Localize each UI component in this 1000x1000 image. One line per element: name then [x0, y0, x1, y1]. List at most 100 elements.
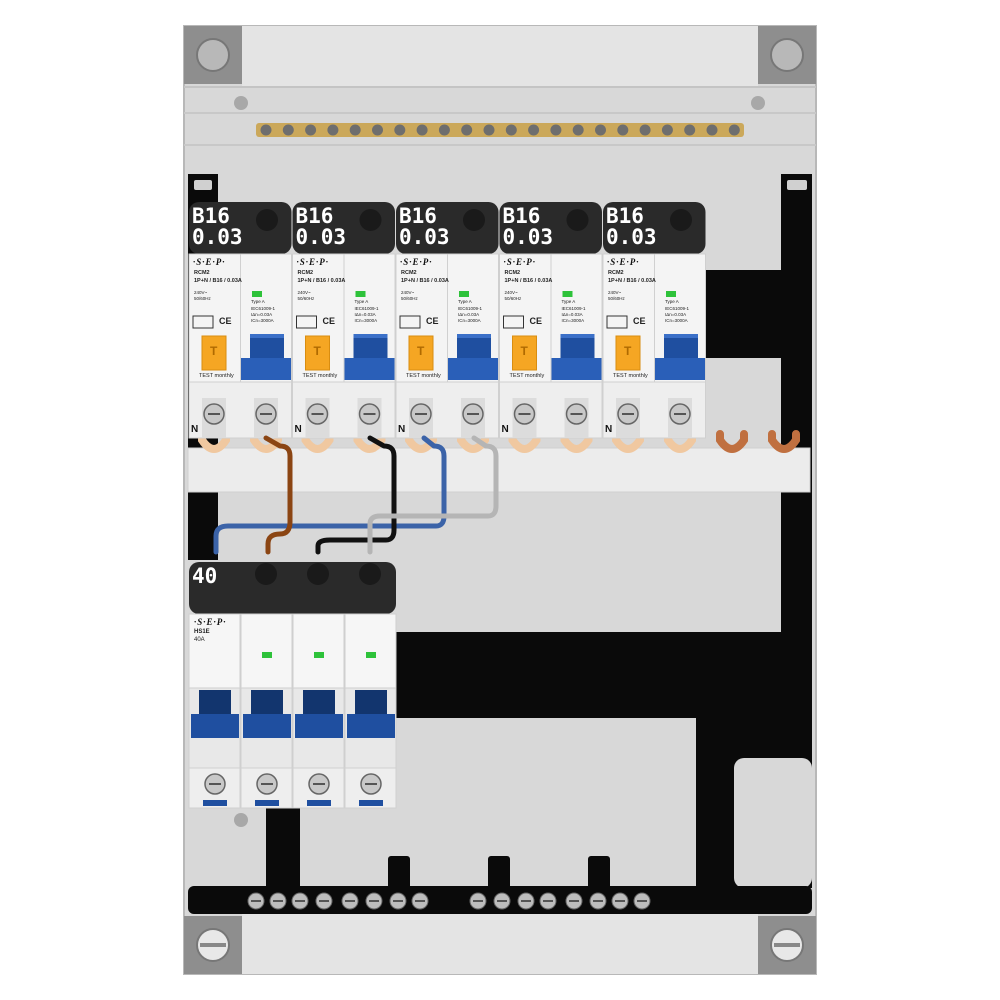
wire-grey	[367, 435, 499, 555]
rcbo-toggle[interactable]	[353, 334, 388, 360]
busbar-screw	[528, 124, 540, 136]
rcbo-rating: B16	[399, 204, 437, 228]
rcbo-spec: 1P+N / B16 / 0.03A	[194, 278, 242, 284]
rcbo-voltage: 240V~	[194, 290, 208, 295]
rcbo-brand: ·S·E·P·	[607, 257, 640, 267]
top-cover	[242, 26, 758, 86]
busbar-screw	[394, 124, 406, 136]
busbar-screw	[572, 124, 584, 136]
wire-black	[315, 435, 397, 555]
rcbo-rating: B16	[295, 204, 334, 228]
busbar-screw	[327, 124, 339, 136]
rcbo-module	[292, 202, 396, 439]
comb-pin	[353, 430, 386, 453]
rcbo-type: Type A	[354, 299, 369, 304]
corner-screw-bottom-left	[184, 916, 242, 974]
top-busbar-screws	[260, 124, 740, 136]
rcbo-sensitivity: 0.03	[192, 225, 243, 249]
wire-brown	[263, 435, 293, 555]
rcbo-type: Type A	[458, 299, 472, 304]
main-switch-toggle[interactable]	[355, 690, 387, 716]
rcbo-test-text: TEST monthly	[509, 373, 545, 379]
rcbo-frequency: 50/60Hz	[401, 296, 418, 301]
rcbo-toggle[interactable]	[664, 334, 698, 360]
test-button[interactable]	[512, 335, 537, 371]
rcbo-type: Type A	[665, 299, 679, 304]
comb-pin	[716, 430, 748, 453]
rcbo-idn: IΔn=0.03A	[665, 312, 687, 317]
rcbo-brand: ·S·E·P·	[503, 257, 537, 267]
rcbo-type: Type A	[251, 299, 265, 304]
main-switch-current: 40A	[194, 637, 205, 643]
rcbo-rating: B16	[192, 204, 230, 228]
right-duct-upper	[700, 270, 812, 358]
mount-hole	[234, 813, 248, 827]
main-switch-toggle[interactable]	[199, 690, 231, 716]
rcbo-toggle[interactable]	[457, 334, 491, 360]
ce-mark: CE	[426, 316, 439, 326]
rcbo-idn: IΔn=0.03A	[561, 312, 583, 317]
status-led	[562, 291, 573, 297]
rcbo-voltage: 240V~	[297, 290, 311, 295]
busbar-screw	[684, 124, 696, 136]
mount-hole	[751, 96, 765, 110]
rcbo-type: Type A	[561, 299, 576, 304]
busbar-screw	[550, 124, 562, 136]
rcbo-module	[602, 202, 706, 439]
rcbo-idn: IΔn=0.03A	[458, 312, 480, 317]
rcbo-toggle[interactable]	[250, 334, 284, 360]
main-switch-toggle[interactable]	[303, 690, 335, 716]
rcbo-test-text: TEST monthly	[613, 373, 648, 379]
main-switch-toggle[interactable]	[251, 690, 283, 716]
rcbo-spec: 1P+N / B16 / 0.03A	[504, 278, 553, 284]
ce-mark: CE	[633, 316, 646, 326]
test-button-label: T	[210, 344, 218, 358]
rcbo-toggle[interactable]	[560, 334, 595, 360]
test-button[interactable]	[408, 335, 434, 371]
test-button-label: T	[624, 344, 632, 358]
rcbo-spec: 1P+N / B16 / 0.03A	[297, 278, 346, 284]
rcbo-frequency: 50/60Hz	[297, 296, 315, 301]
status-led	[355, 291, 366, 297]
rcbo-spec: 1P+N / B16 / 0.03A	[608, 278, 656, 284]
ce-mark: CE	[322, 316, 336, 326]
rcbo-icn: ICn=3000A	[561, 318, 585, 323]
rcbo-model: RCM2	[401, 270, 417, 276]
rcbo-brand: ·S·E·P·	[400, 257, 433, 267]
comb-pin	[198, 430, 230, 453]
mount-hole	[234, 96, 248, 110]
test-button[interactable]	[201, 335, 227, 371]
busbar-screw	[282, 124, 294, 136]
status-led	[262, 652, 272, 658]
rcbo-module	[499, 202, 603, 439]
busbar-screw	[416, 124, 428, 136]
rcbo-test-text: TEST monthly	[406, 373, 441, 379]
rcbo-standard: IEC61009-1	[354, 306, 379, 311]
busbar-screw	[438, 124, 450, 136]
rcbo-voltage: 240V~	[608, 290, 622, 295]
rcbo-model: RCM2	[297, 270, 314, 276]
busbar-screw	[372, 124, 383, 136]
rcbo-standard: IEC61009-1	[665, 306, 690, 311]
rcbo-standard: IEC61009-1	[251, 306, 276, 311]
test-button-label: T	[520, 344, 528, 358]
comb-pin	[560, 430, 593, 453]
test-button[interactable]	[615, 335, 641, 371]
neutral-mark: N	[398, 424, 406, 435]
test-button[interactable]	[305, 335, 330, 371]
busbar-screw	[706, 124, 718, 136]
status-led	[459, 291, 469, 297]
rcbo-icn: ICn=3000A	[251, 318, 274, 323]
comb-pin	[508, 430, 541, 453]
rcbo-spec: 1P+N / B16 / 0.03A	[401, 278, 449, 284]
rcbo-idn: IΔn=0.03A	[251, 312, 273, 317]
rcbo-brand: ·S·E·P·	[296, 257, 330, 267]
comb-pin	[250, 430, 282, 453]
rcbo-frequency: 50/60Hz	[194, 296, 211, 301]
corner-screw-bottom-right	[758, 916, 816, 974]
rcbo-model: RCM2	[194, 270, 210, 276]
rcbo-sensitivity: 0.03	[502, 225, 554, 249]
neutral-terminal-blocks	[247, 892, 651, 910]
busbar-screw	[617, 124, 629, 136]
rcbo-test-text: TEST monthly	[302, 373, 338, 379]
